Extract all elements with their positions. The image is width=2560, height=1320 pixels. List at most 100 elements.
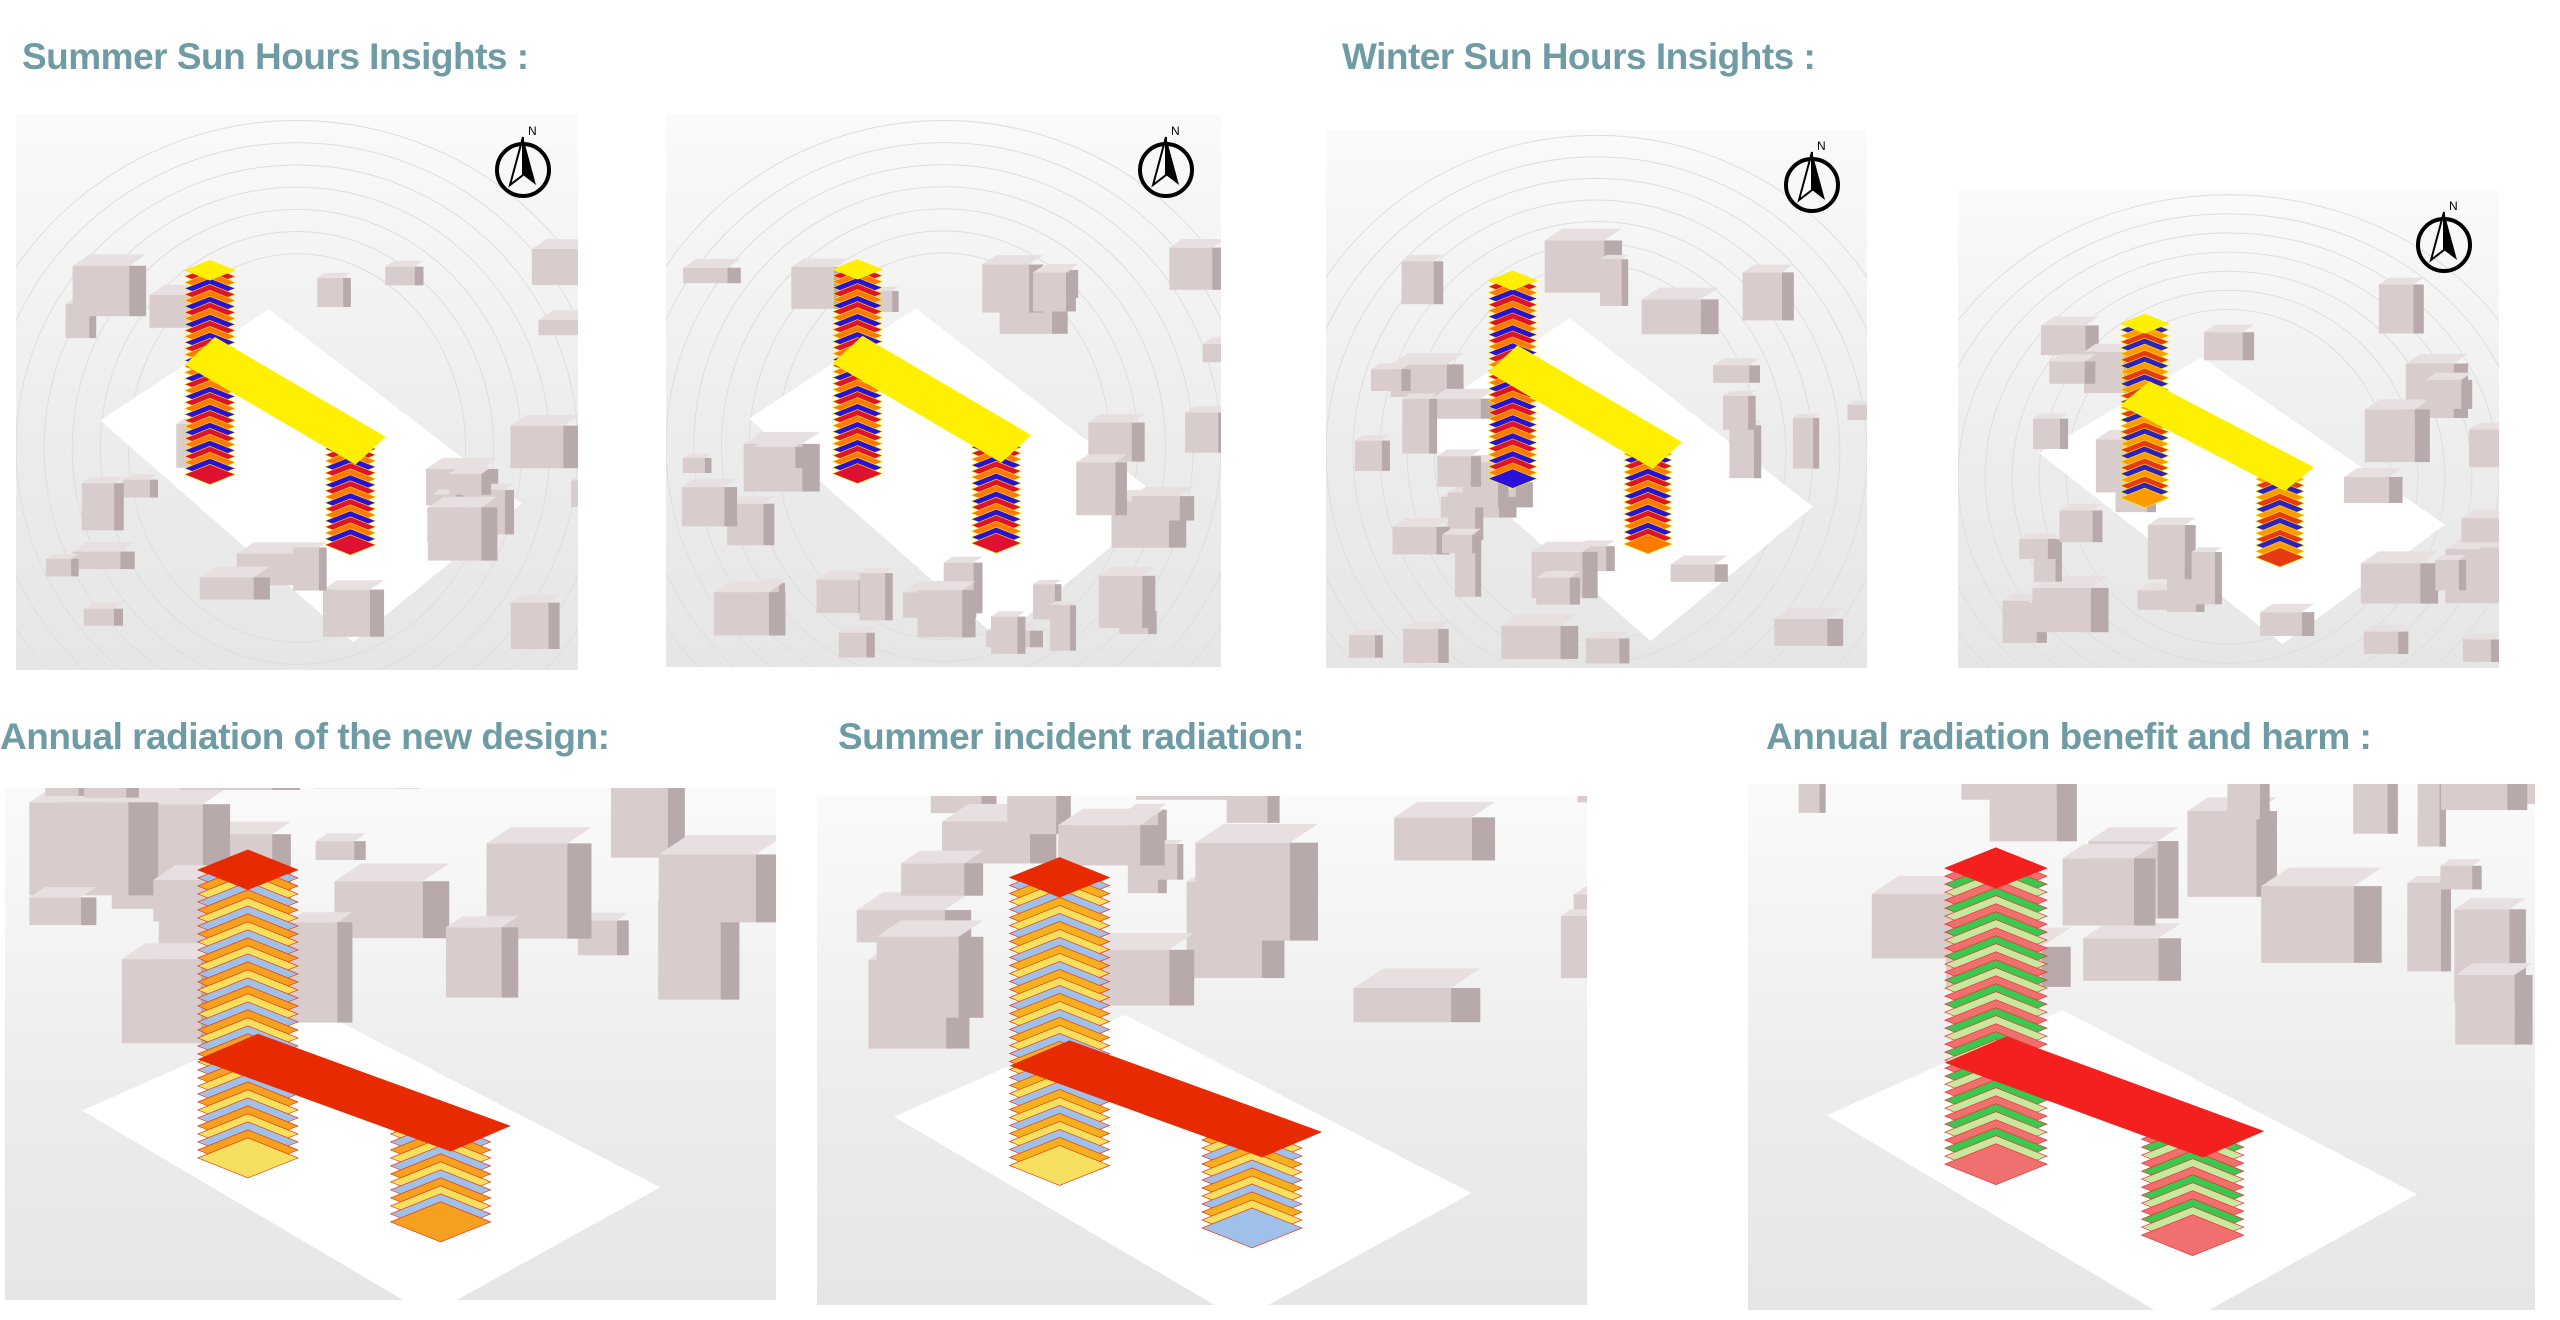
context-building: [876, 936, 959, 1018]
tower-left-floor: [831, 463, 884, 484]
context-building-roof: [917, 581, 976, 591]
context-building-roof: [385, 260, 424, 267]
context-building: [317, 277, 344, 308]
context-building: [1098, 575, 1143, 628]
context-building-side: [2157, 841, 2179, 919]
context-building-roof: [2261, 867, 2382, 887]
context-building-side: [2472, 865, 2482, 890]
context-building-roof: [1098, 567, 1156, 576]
context-building: [2378, 284, 2414, 334]
context-building-side: [1429, 398, 1438, 454]
sun-path-arc: [1958, 194, 2499, 668]
tower-left-roof: [1009, 857, 1110, 898]
tower-right-floor: [324, 534, 377, 556]
context-building-side: [795, 446, 808, 468]
context-building-roof: [72, 541, 135, 552]
svg-text:N: N: [528, 125, 537, 138]
tower-left-roof: [1488, 270, 1537, 291]
context-building-side: [337, 922, 353, 1023]
sun-path-arc: [2038, 289, 2419, 664]
context-building-side: [253, 577, 270, 600]
context-building-side: [89, 303, 97, 339]
context-building: [1599, 259, 1622, 306]
context-building-roof: [859, 567, 893, 574]
context-building: [2364, 409, 2415, 463]
context-building-side: [2420, 563, 2439, 604]
context-building-roof: [1437, 449, 1482, 457]
context-building-roof: [1401, 254, 1444, 262]
context-building: [2019, 538, 2048, 559]
context-building-side: [318, 547, 327, 591]
context-building-roof: [991, 611, 1026, 617]
context-building-roof: [2083, 923, 2182, 939]
context-building-roof: [2062, 844, 2156, 859]
context-building-side: [1177, 843, 1184, 880]
context-building: [1501, 625, 1561, 659]
context-building-roof: [121, 943, 225, 960]
bridge-volume: [1009, 1040, 1323, 1158]
north-arrow-icon: N: [2409, 200, 2479, 290]
context-building-roof: [838, 627, 875, 633]
context-building: [2062, 858, 2134, 926]
context-building: [510, 425, 564, 469]
context-building-roof: [2405, 353, 2469, 364]
tower-left-floor: [1008, 1145, 1111, 1186]
context-building-roof: [1185, 405, 1221, 413]
context-building-side: [71, 558, 79, 577]
context-building-roof: [1354, 435, 1390, 441]
context-building-side: [1070, 605, 1077, 651]
context-building: [2059, 510, 2093, 543]
context-building-roof: [510, 415, 578, 426]
context-building-roof: [1390, 353, 1464, 365]
context-building-side: [2398, 631, 2409, 654]
context-building: [1392, 526, 1437, 555]
context-building: [46, 558, 72, 577]
context-building-roof: [681, 478, 738, 488]
context-building: [2479, 547, 2499, 603]
context-building-roof: [1442, 528, 1482, 535]
context-building-side: [120, 551, 135, 570]
context-building-roof: [658, 835, 776, 855]
context-building-roof: [2454, 898, 2526, 910]
context-building-side: [1029, 630, 1043, 648]
context-building: [2440, 865, 2473, 890]
context-building-roof: [1370, 363, 1411, 370]
annual-radiation-heading: Annual radiation of the new design:: [0, 716, 610, 757]
context-building: [29, 802, 129, 896]
context-building-roof: [2469, 422, 2499, 430]
context-building: [754, 446, 796, 468]
context-building-side: [1470, 456, 1482, 487]
summer-incident-image: [817, 796, 1587, 1305]
context-building: [816, 579, 859, 614]
site-plaza: [894, 1014, 1472, 1305]
summer-sun-hours-heading: Summer Sun Hours Insights :: [22, 36, 529, 77]
tower-left-floor: [1487, 468, 1538, 489]
context-building-side: [114, 483, 124, 531]
context-building: [2032, 418, 2061, 450]
context-building: [72, 551, 121, 570]
context-building: [445, 927, 502, 998]
context-building-roof: [538, 310, 578, 321]
context-building-roof: [322, 580, 385, 590]
context-building-side: [2389, 476, 2403, 503]
context-building-roof: [876, 920, 984, 937]
context-building: [1536, 577, 1570, 605]
context-building-side: [1131, 422, 1145, 462]
context-building-roof: [2147, 517, 2196, 526]
svg-text:N: N: [1171, 125, 1180, 138]
winter-sun-hours-heading: Winter Sun Hours Insights :: [1342, 36, 1816, 77]
scene-svg: [666, 120, 1221, 667]
context-building-side: [704, 457, 712, 474]
north-arrow-icon: N: [1777, 140, 1847, 230]
context-building-roof: [448, 467, 492, 474]
context-building: [1792, 417, 1814, 469]
context-building-roof: [1088, 413, 1145, 423]
context-building-roof: [982, 255, 1044, 265]
context-building-roof: [1392, 517, 1450, 527]
context-building: [1742, 272, 1782, 321]
context-building-side: [1289, 842, 1319, 941]
context-building-roof: [445, 916, 519, 928]
context-building-roof: [1058, 808, 1165, 826]
context-building: [2363, 631, 2399, 654]
summer-view-1-image: N: [16, 115, 578, 670]
